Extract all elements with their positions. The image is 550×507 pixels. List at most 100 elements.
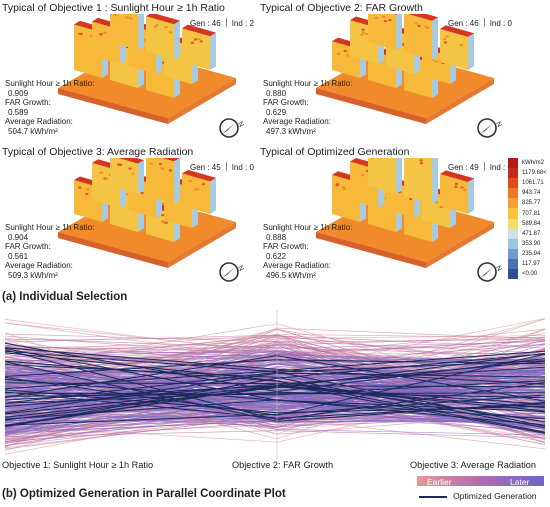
legend-later: Later	[510, 477, 530, 487]
sunlight-label: Sunlight Hour ≥ 1h Ratio:	[263, 79, 353, 88]
building-render	[316, 14, 494, 124]
legend-value: <0.00	[522, 271, 538, 278]
radiation-label: Average Radiation:	[5, 117, 73, 127]
legend-value: 825.77	[522, 200, 541, 207]
building-render	[58, 14, 236, 124]
legend-value: 235.94	[522, 250, 541, 257]
legend-swatch	[508, 269, 518, 280]
axis-label-objective-1: Objective 1: Sunlight Hour ≥ 1h Ratio	[2, 460, 154, 470]
optimized-line-swatch	[419, 496, 447, 498]
legend-swatch	[508, 248, 518, 259]
far-value: 0.589	[8, 107, 29, 117]
legend-row: <0.00	[508, 269, 548, 280]
far-label: FAR Growth:	[5, 242, 51, 252]
legend-swatch	[508, 168, 518, 179]
panel-optimized: Typical of Optimized Generation Gen : 49…	[260, 146, 515, 286]
north-compass-icon: N	[477, 118, 502, 138]
generation-gradient-bar	[417, 476, 544, 486]
building-block	[440, 25, 474, 70]
axis-label-objective-2: Objective 2: FAR Growth	[232, 460, 334, 470]
building-block	[146, 158, 180, 204]
radiation-label: Average Radiation:	[263, 261, 331, 271]
gen-ind-label: Gen : 45 Ind : 0	[190, 162, 254, 172]
metrics-readout: Sunlight Hour ≥ 1h Ratio: 0.888 FAR Grow…	[263, 223, 352, 281]
sunlight-label: Sunlight Hour ≥ 1h Ratio:	[5, 79, 95, 88]
radiation-label: Average Radiation:	[5, 261, 73, 271]
building-block	[146, 14, 180, 61]
gen-ind-label: Gen : 46 Ind : 0	[448, 18, 512, 28]
panel-title: Typical of Objective 3: Average Radiatio…	[2, 146, 194, 158]
generation-number: Gen : 49	[448, 163, 479, 172]
legend-unit: kWh/m2	[522, 160, 545, 167]
radiation-value: 504.7 kWh/m²	[8, 126, 58, 136]
legend-value: 1179.68<	[522, 170, 547, 177]
north-compass-icon: N	[477, 262, 502, 282]
legend-row: 353.90	[508, 238, 548, 249]
sunlight-label: Sunlight Hour ≥ 1h Ratio:	[5, 223, 95, 232]
metrics-readout: Sunlight Hour ≥ 1h Ratio: 0.909 FAR Grow…	[5, 79, 94, 137]
sunlight-value: 0.880	[266, 88, 287, 98]
section-b-title: (b) Optimized Generation in Parallel Coo…	[2, 488, 286, 500]
building-block	[110, 158, 144, 194]
legend-row: 589.84	[508, 218, 548, 229]
radiation-label: Average Radiation:	[263, 117, 331, 127]
individual-number: Ind : 0	[489, 163, 512, 172]
legend-swatch	[508, 208, 518, 219]
building-block	[368, 14, 402, 50]
legend-value: 589.84	[522, 220, 541, 227]
radiation-value: 497.3 kWh/m²	[266, 126, 316, 136]
legend-swatch	[508, 228, 518, 239]
far-value: 0.629	[266, 107, 287, 117]
metrics-readout: Sunlight Hour ≥ 1h Ratio: 0.880 FAR Grow…	[263, 79, 352, 137]
building-block	[110, 14, 144, 50]
north-compass-icon: N	[219, 118, 244, 138]
building-block	[440, 170, 474, 214]
building-block	[404, 14, 438, 61]
svg-text:N: N	[494, 265, 502, 273]
gen-ind-label: Gen : 49 Ind : 0	[448, 162, 512, 172]
parallel-coordinate-plot	[4, 310, 546, 460]
legend-swatch	[508, 218, 518, 229]
legend-row: 825.77	[508, 198, 548, 209]
panel-objective-3: Typical of Objective 3: Average Radiatio…	[2, 146, 257, 286]
axis-label-objective-3: Objective 3: Average Radiation	[410, 460, 536, 470]
panel-title: Typical of Optimized Generation	[260, 146, 410, 158]
far-value: 0.622	[266, 251, 287, 261]
far-value: 0.561	[8, 251, 29, 261]
far-label: FAR Growth:	[5, 98, 51, 108]
radiation-value: 496.5 kWh/m²	[266, 270, 316, 280]
legend-swatch	[508, 238, 518, 249]
legend-row: 1179.68<	[508, 168, 548, 179]
radiation-value: 509.3 kWh/m²	[8, 270, 58, 280]
building-render	[316, 158, 494, 268]
sunlight-value: 0.909	[8, 88, 29, 98]
panel-title: Typical of Objective 2: FAR Growth	[260, 2, 423, 14]
legend-row: 707.81	[508, 208, 548, 219]
legend-row: 1061.71	[508, 178, 548, 189]
legend-swatch	[508, 178, 518, 189]
sunlight-value: 0.904	[8, 232, 29, 242]
generation-number: Gen : 46	[448, 19, 479, 28]
far-label: FAR Growth:	[263, 242, 309, 252]
panel-objective-1: Typical of Objective 1 : Sunlight Hour ≥…	[2, 2, 257, 142]
generation-number: Gen : 45	[190, 163, 221, 172]
panel-title: Typical of Objective 1 : Sunlight Hour ≥…	[2, 2, 225, 14]
generation-number: Gen : 46	[190, 19, 221, 28]
building-block	[368, 158, 402, 194]
legend-row: 471.87	[508, 228, 548, 239]
section-a-title: (a) Individual Selection	[2, 291, 128, 303]
individual-number: Ind : 0	[489, 19, 512, 28]
far-label: FAR Growth:	[263, 98, 309, 108]
legend-value: 353.90	[522, 240, 541, 247]
legend-value: 943.74	[522, 190, 541, 197]
legend-row: 235.94	[508, 248, 548, 259]
individual-number: Ind : 0	[231, 163, 254, 172]
sunlight-label: Sunlight Hour ≥ 1h Ratio:	[263, 223, 353, 232]
legend-value: 117.97	[522, 260, 540, 267]
panel-objective-2: Typical of Objective 2: FAR Growth Gen :…	[260, 2, 515, 142]
generation-line	[4, 430, 546, 439]
svg-text:N: N	[494, 121, 502, 129]
building-block	[404, 158, 438, 204]
